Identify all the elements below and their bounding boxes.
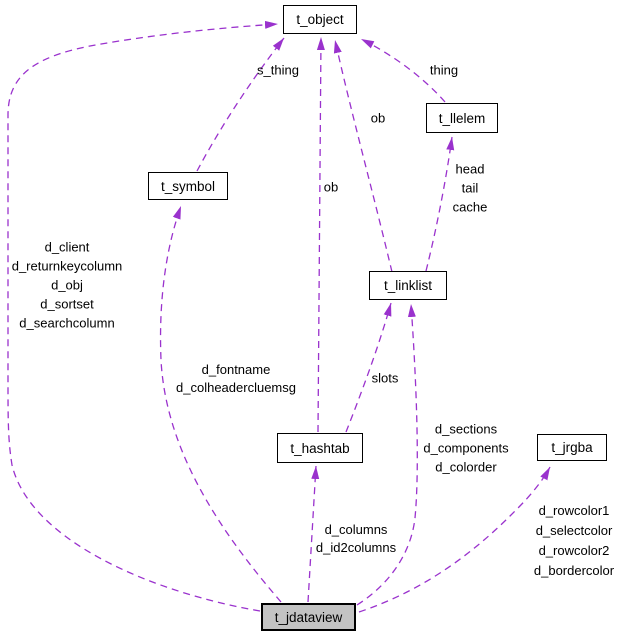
edge-label-line: d_components <box>423 440 509 456</box>
edge-label-slots: slots <box>371 370 399 386</box>
edge-jdataview-to-linklist <box>356 303 418 606</box>
edge-hashtab-to-object <box>316 36 325 433</box>
node-t-hashtab[interactable]: t_hashtab <box>277 433 363 463</box>
edge-jdataview-to-object <box>7 20 279 612</box>
edge-label-linklist-members: d_sections d_components d_colorder <box>423 420 508 477</box>
edge-label-symbol-members: d_fontname d_colheadercluemsg <box>176 361 296 397</box>
edge-label-line: head <box>455 161 485 177</box>
node-t-object[interactable]: t_object <box>283 5 357 34</box>
edge-label-line: d_columns <box>324 522 388 537</box>
edge-label-ob-linklist: ob <box>370 110 386 126</box>
edge-label-jrgba-members: d_rowcolor1 d_selectcolor d_rowcolor2 d_… <box>534 501 614 581</box>
edge-linklist-to-llelem <box>425 136 455 272</box>
node-t-linklist[interactable]: t_linklist <box>369 271 447 300</box>
edge-jdataview-to-hashtab <box>307 465 320 603</box>
edge-label-line: d_searchcolumn <box>19 315 115 331</box>
edge-label-llelem-members: head tail cache <box>453 160 488 217</box>
edge-symbol-to-object <box>196 37 285 172</box>
edge-label-hashtab-members: d_columns d_id2columns <box>316 521 396 557</box>
edge-label-line: d_rowcolor2 <box>538 543 610 558</box>
edge-label-line: cache <box>452 199 488 215</box>
edge-llelem-to-object <box>360 38 446 103</box>
edge-label-line: d_colorder <box>435 459 497 475</box>
edge-label-line: d_returnkeycolumn <box>11 258 123 274</box>
edge-label-line: d_selectcolor <box>535 523 613 538</box>
edge-label-line: d_bordercolor <box>533 563 615 578</box>
node-t-llelem[interactable]: t_llelem <box>426 103 498 133</box>
edge-label-line: d_sortset <box>40 296 94 312</box>
edge-label-line: d_id2columns <box>315 540 397 555</box>
edge-label-line: d_fontname <box>201 362 271 377</box>
edge-label-ob-hashtab: ob <box>323 179 339 195</box>
edge-label-line: d_rowcolor1 <box>538 503 610 518</box>
edge-label-thing: thing <box>429 62 459 78</box>
edge-linklist-to-object <box>333 39 393 273</box>
edge-label-line: d_client <box>44 239 90 255</box>
edge-label-s-thing: s_thing <box>257 62 299 78</box>
edge-label-line: d_obj <box>51 277 83 293</box>
edge-jdataview-to-jrgba <box>358 466 551 613</box>
node-t-symbol[interactable]: t_symbol <box>148 172 228 200</box>
edge-label-line: d_colheadercluemsg <box>176 380 296 395</box>
edge-hashtab-to-linklist <box>345 302 392 433</box>
edge-label-line: d_sections <box>434 421 498 437</box>
node-t-jrgba[interactable]: t_jrgba <box>537 434 607 461</box>
edge-label-line: tail <box>461 180 479 196</box>
edge-label-object-members: d_client d_returnkeycolumn d_obj d_sorts… <box>12 238 123 333</box>
edge-jdataview-to-symbol <box>159 205 282 603</box>
node-t-jdataview: t_jdataview <box>261 603 356 631</box>
